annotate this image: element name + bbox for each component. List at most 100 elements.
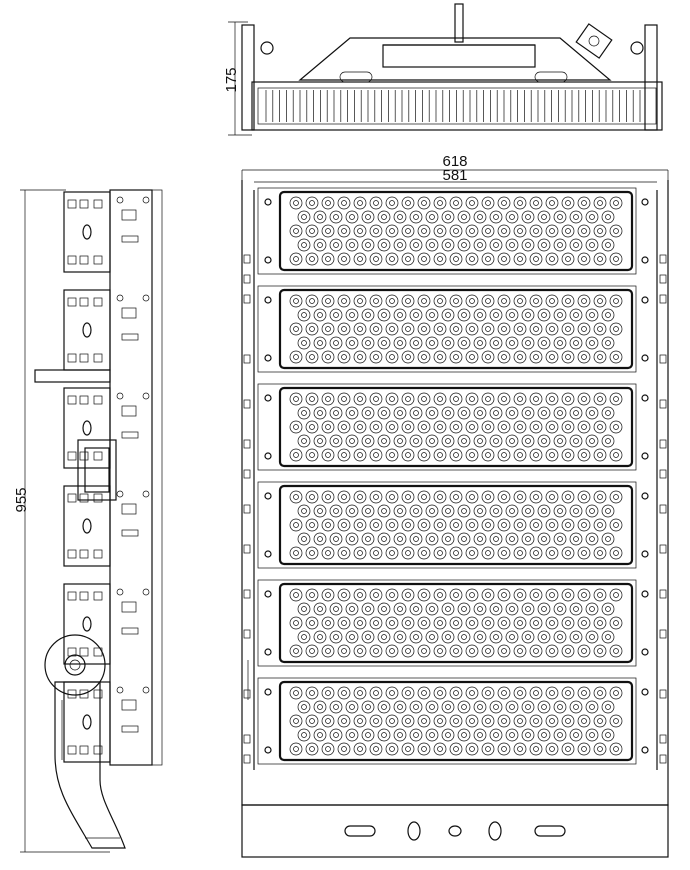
side-tab	[659, 504, 667, 514]
led	[361, 238, 375, 252]
led	[297, 434, 311, 448]
led	[609, 686, 623, 700]
led	[369, 714, 383, 728]
led	[545, 616, 559, 630]
led	[497, 714, 511, 728]
led	[289, 224, 303, 238]
led	[465, 224, 479, 238]
led	[481, 350, 495, 364]
led	[441, 238, 455, 252]
led	[609, 644, 623, 658]
led	[313, 504, 327, 518]
led	[321, 490, 335, 504]
side-tab	[243, 354, 251, 364]
led	[289, 294, 303, 308]
led	[289, 252, 303, 266]
led	[513, 322, 527, 336]
led	[433, 644, 447, 658]
led	[385, 518, 399, 532]
led	[321, 686, 335, 700]
led	[505, 728, 519, 742]
led	[457, 238, 471, 252]
led	[433, 490, 447, 504]
led	[297, 406, 311, 420]
led	[521, 504, 535, 518]
led-module	[257, 285, 649, 373]
led	[457, 532, 471, 546]
led	[505, 406, 519, 420]
led	[553, 210, 567, 224]
side-module-block	[63, 681, 150, 763]
led	[345, 308, 359, 322]
led	[577, 350, 591, 364]
led	[553, 336, 567, 350]
led	[561, 546, 575, 560]
led	[529, 294, 543, 308]
led	[585, 308, 599, 322]
led	[577, 742, 591, 756]
led	[401, 420, 415, 434]
led	[457, 308, 471, 322]
led	[489, 308, 503, 322]
led	[409, 700, 423, 714]
led	[569, 238, 583, 252]
led	[313, 238, 327, 252]
dim-height: 955	[13, 487, 30, 512]
led	[393, 336, 407, 350]
led	[329, 308, 343, 322]
side-tab	[659, 689, 667, 699]
led	[361, 532, 375, 546]
led	[545, 294, 559, 308]
led	[337, 350, 351, 364]
led	[497, 742, 511, 756]
led	[329, 602, 343, 616]
led	[593, 588, 607, 602]
led	[425, 532, 439, 546]
led	[593, 322, 607, 336]
led	[513, 616, 527, 630]
led	[481, 196, 495, 210]
led	[529, 616, 543, 630]
led	[401, 322, 415, 336]
led	[361, 406, 375, 420]
side-tab	[243, 399, 251, 409]
led	[529, 350, 543, 364]
led	[457, 728, 471, 742]
led	[569, 434, 583, 448]
led	[305, 322, 319, 336]
led	[417, 420, 431, 434]
led	[377, 700, 391, 714]
led	[513, 224, 527, 238]
led	[353, 742, 367, 756]
led	[433, 518, 447, 532]
led	[377, 630, 391, 644]
led	[441, 406, 455, 420]
led	[441, 434, 455, 448]
led	[449, 686, 463, 700]
side-tab	[659, 754, 667, 764]
led	[433, 546, 447, 560]
led	[321, 420, 335, 434]
led	[377, 504, 391, 518]
led	[545, 644, 559, 658]
led	[513, 392, 527, 406]
led	[417, 350, 431, 364]
led	[385, 294, 399, 308]
led	[441, 504, 455, 518]
led	[449, 518, 463, 532]
led	[377, 406, 391, 420]
led	[409, 406, 423, 420]
led	[305, 420, 319, 434]
led	[321, 252, 335, 266]
led	[353, 518, 367, 532]
led	[385, 742, 399, 756]
led	[385, 392, 399, 406]
led	[465, 518, 479, 532]
led	[313, 700, 327, 714]
led	[585, 532, 599, 546]
led-module	[257, 579, 649, 667]
led	[553, 406, 567, 420]
led	[321, 546, 335, 560]
led	[393, 210, 407, 224]
side-module-block	[63, 191, 150, 273]
